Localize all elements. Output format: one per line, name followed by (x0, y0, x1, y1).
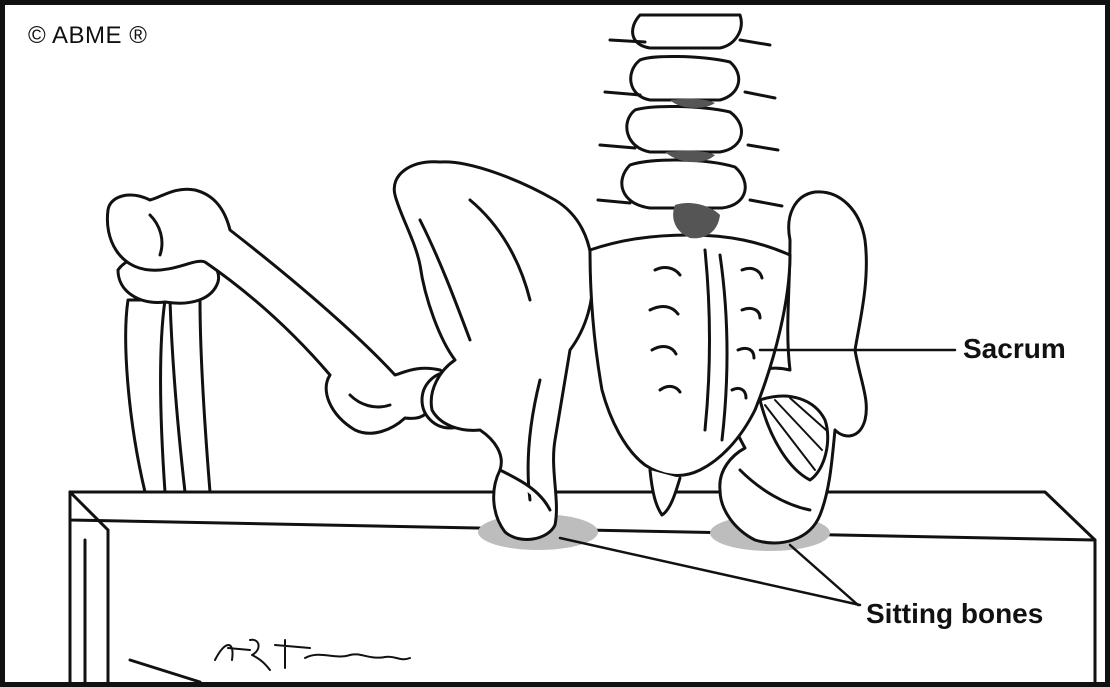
left-hip-bone (394, 162, 593, 540)
lumbar-spine (598, 15, 782, 208)
leg-bones (118, 256, 219, 492)
copyright-notice: © ABME ® (28, 22, 147, 50)
sitting-bones-label: Sitting bones (866, 598, 1043, 630)
artist-signature (215, 640, 410, 670)
sacrum-label: Sacrum (963, 333, 1066, 365)
